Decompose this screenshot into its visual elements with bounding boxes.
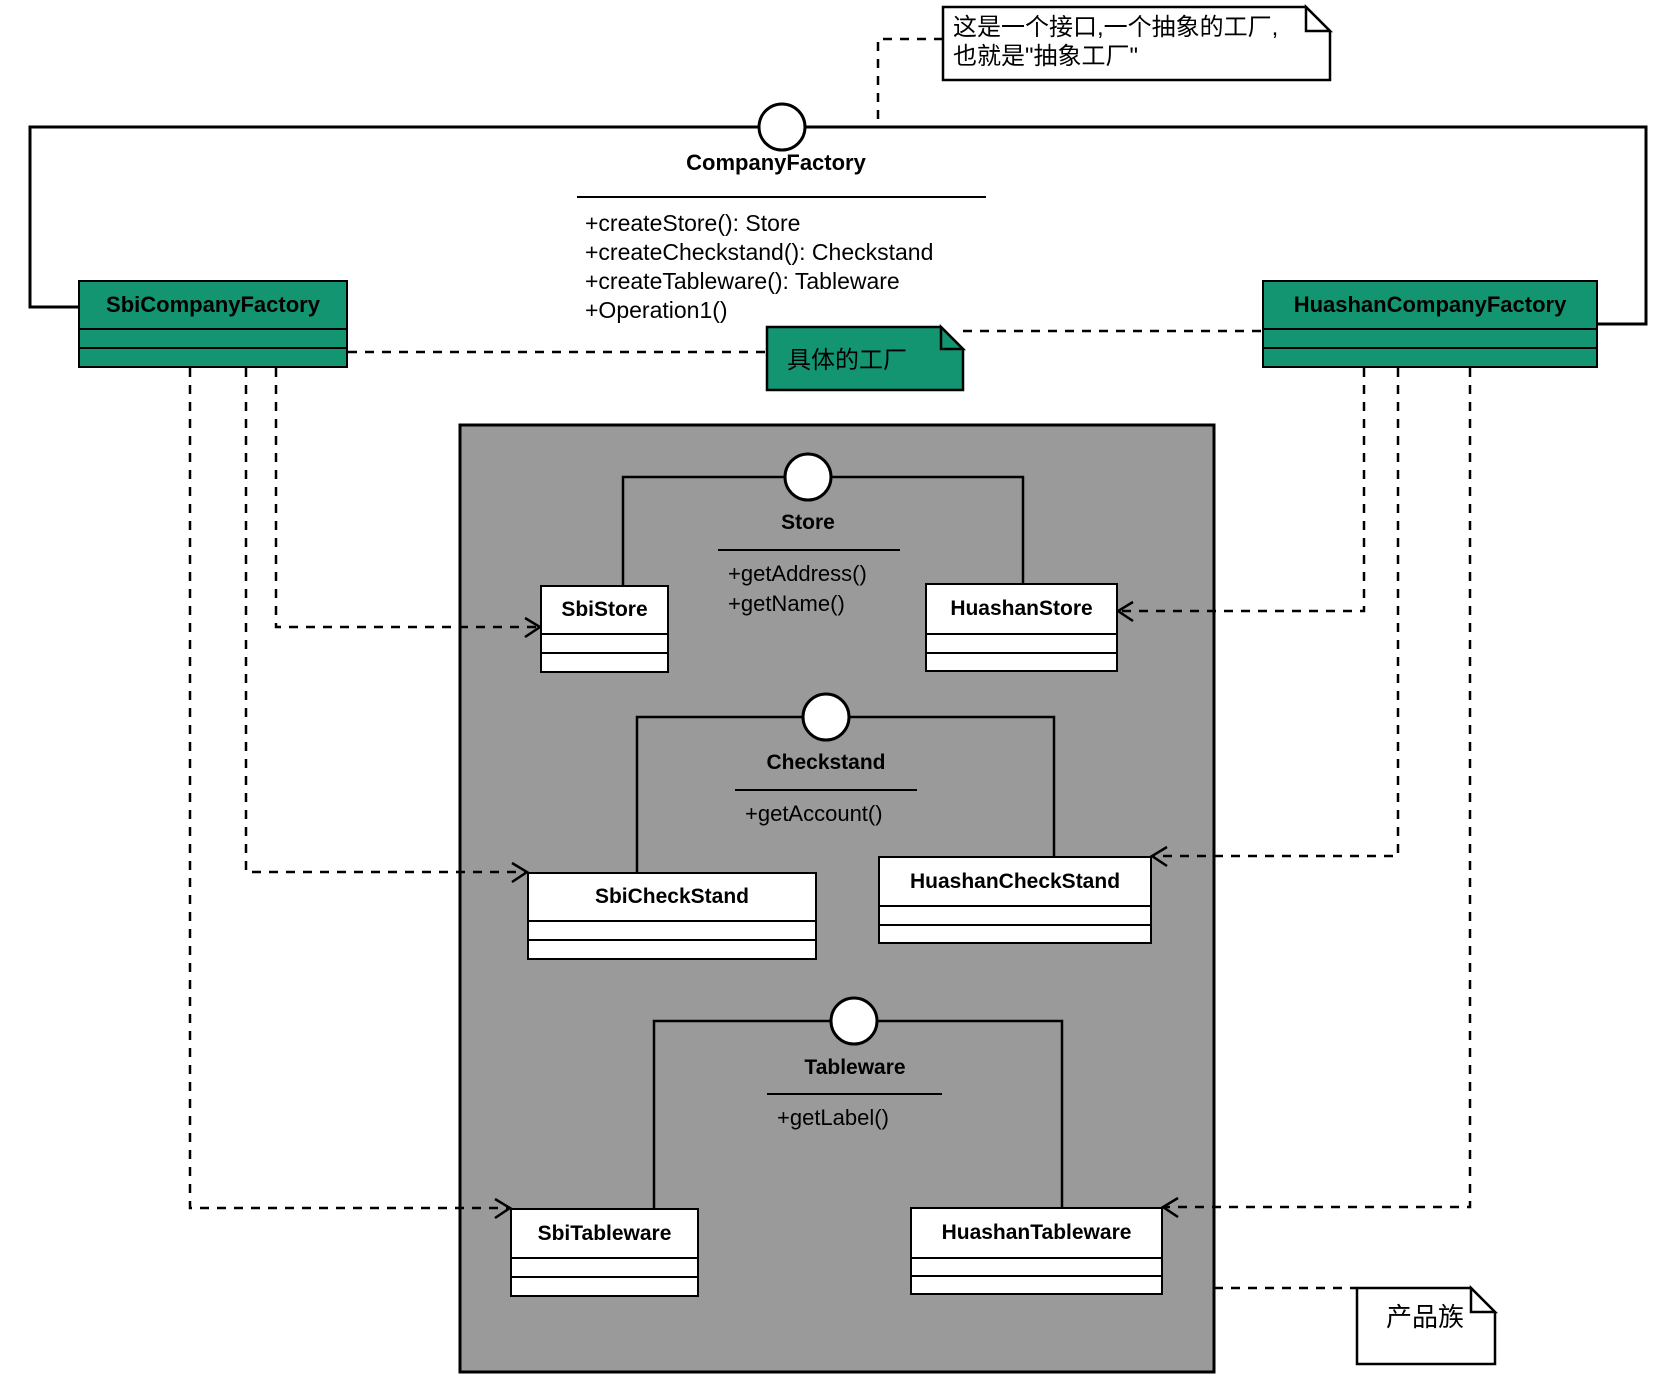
companyfactory-method-list: +createStore(): Store +createCheckstand(… <box>585 209 933 325</box>
note-fold-icon <box>1469 1284 1499 1314</box>
attributes-compartment <box>1264 328 1596 347</box>
method-item: +getAddress() <box>728 561 867 586</box>
store-separator <box>718 549 900 551</box>
store-interface-name: Store <box>781 511 835 534</box>
tableware-separator <box>767 1093 942 1095</box>
product-family-note[interactable] <box>1355 1286 1497 1366</box>
store-method-list: +getAddress() +getName() <box>728 559 867 619</box>
tableware-interface-name: Tableware <box>804 1056 906 1079</box>
class-title: HuashanStore <box>950 597 1093 620</box>
note-line: 也就是"抽象工厂" <box>953 43 1139 70</box>
methods-compartment <box>512 1276 697 1295</box>
class-title: SbiTableware <box>537 1221 672 1245</box>
companyfactory-separator <box>577 196 986 198</box>
arrowhead-left-icon <box>1149 845 1168 868</box>
attributes-compartment <box>542 633 667 652</box>
product-family-note-text: 产品族 <box>1386 1302 1465 1332</box>
tableware-lollipop-icon <box>829 996 879 1046</box>
concrete-factory-note[interactable] <box>765 325 965 392</box>
attributes-compartment <box>512 1257 697 1276</box>
abstract-factory-note-text: 这是一个接口,一个抽象的工厂, 也就是"抽象工厂" <box>953 13 1278 71</box>
attributes-compartment <box>80 328 346 347</box>
arrowhead-left-icon <box>1115 600 1134 623</box>
arrowhead-left-icon <box>1160 1196 1179 1219</box>
huashan-creates-tableware-dependency <box>1163 368 1472 1209</box>
class-huashan-store[interactable]: HuashanStore <box>925 583 1118 672</box>
attributes-compartment <box>912 1257 1161 1275</box>
method-item: +createStore(): Store <box>585 210 801 236</box>
huashan-creates-checkstand-dependency <box>1152 368 1400 858</box>
attributes-compartment <box>880 905 1150 924</box>
companyfactory-interface-name: CompanyFactory <box>686 150 866 175</box>
methods-compartment <box>529 939 815 958</box>
checkstand-method-list: +getAccount() <box>745 799 883 829</box>
class-title: HuashanCompanyFactory <box>1293 292 1567 317</box>
methods-compartment <box>912 1275 1161 1293</box>
methods-compartment <box>880 923 1150 943</box>
class-sbi-tableware[interactable]: SbiTableware <box>510 1208 699 1297</box>
checkstand-separator <box>735 789 917 791</box>
note-line: 这是一个接口,一个抽象的工厂, <box>953 14 1279 41</box>
class-title: SbiStore <box>561 598 648 621</box>
abstract-factory-note-connector <box>876 37 943 120</box>
class-huashan-tableware[interactable]: HuashanTableware <box>910 1207 1163 1295</box>
attributes-compartment <box>927 633 1116 652</box>
huashan-creates-store-dependency <box>1118 368 1366 613</box>
class-sbi-store[interactable]: SbiStore <box>540 585 669 673</box>
class-huashan-checkstand[interactable]: HuashanCheckStand <box>878 856 1152 944</box>
sbi-creates-store-dependency <box>274 368 540 629</box>
checkstand-interface-name: Checkstand <box>766 751 886 774</box>
tableware-method-list: +getLabel() <box>777 1103 889 1133</box>
class-title: SbiCompanyFactory <box>106 292 320 317</box>
companyfactory-realization-line <box>28 125 1648 326</box>
method-item: +createTableware(): Tableware <box>585 268 900 294</box>
method-item: +getAccount() <box>745 801 883 826</box>
method-item: +getName() <box>728 591 845 616</box>
companyfactory-lollipop-icon <box>757 102 807 152</box>
abstract-factory-note[interactable] <box>941 5 1332 82</box>
checkstand-lollipop-icon <box>801 692 851 742</box>
class-sbi-checkstand[interactable]: SbiCheckStand <box>527 872 817 960</box>
concrete-factory-note-text: 具体的工厂 <box>787 347 907 374</box>
methods-compartment <box>1264 347 1596 366</box>
class-title: HuashanCheckStand <box>909 869 1121 893</box>
method-item: +Operation1() <box>585 297 728 323</box>
methods-compartment <box>80 347 346 366</box>
note-fold-icon <box>1304 3 1334 33</box>
method-item: +getLabel() <box>777 1105 889 1130</box>
note-fold-icon <box>939 323 967 351</box>
store-lollipop-icon <box>783 452 833 502</box>
method-item: +createCheckstand(): Checkstand <box>585 239 934 265</box>
attributes-compartment <box>529 920 815 939</box>
sbi-creates-tableware-dependency <box>188 368 510 1210</box>
class-title: HuashanTableware <box>941 1221 1132 1244</box>
class-title: SbiCheckStand <box>594 885 750 908</box>
methods-compartment <box>927 651 1116 671</box>
class-sbi-company-factory[interactable]: SbiCompanyFactory <box>78 280 348 368</box>
methods-compartment <box>542 652 667 671</box>
class-huashan-company-factory[interactable]: HuashanCompanyFactory <box>1262 280 1598 368</box>
